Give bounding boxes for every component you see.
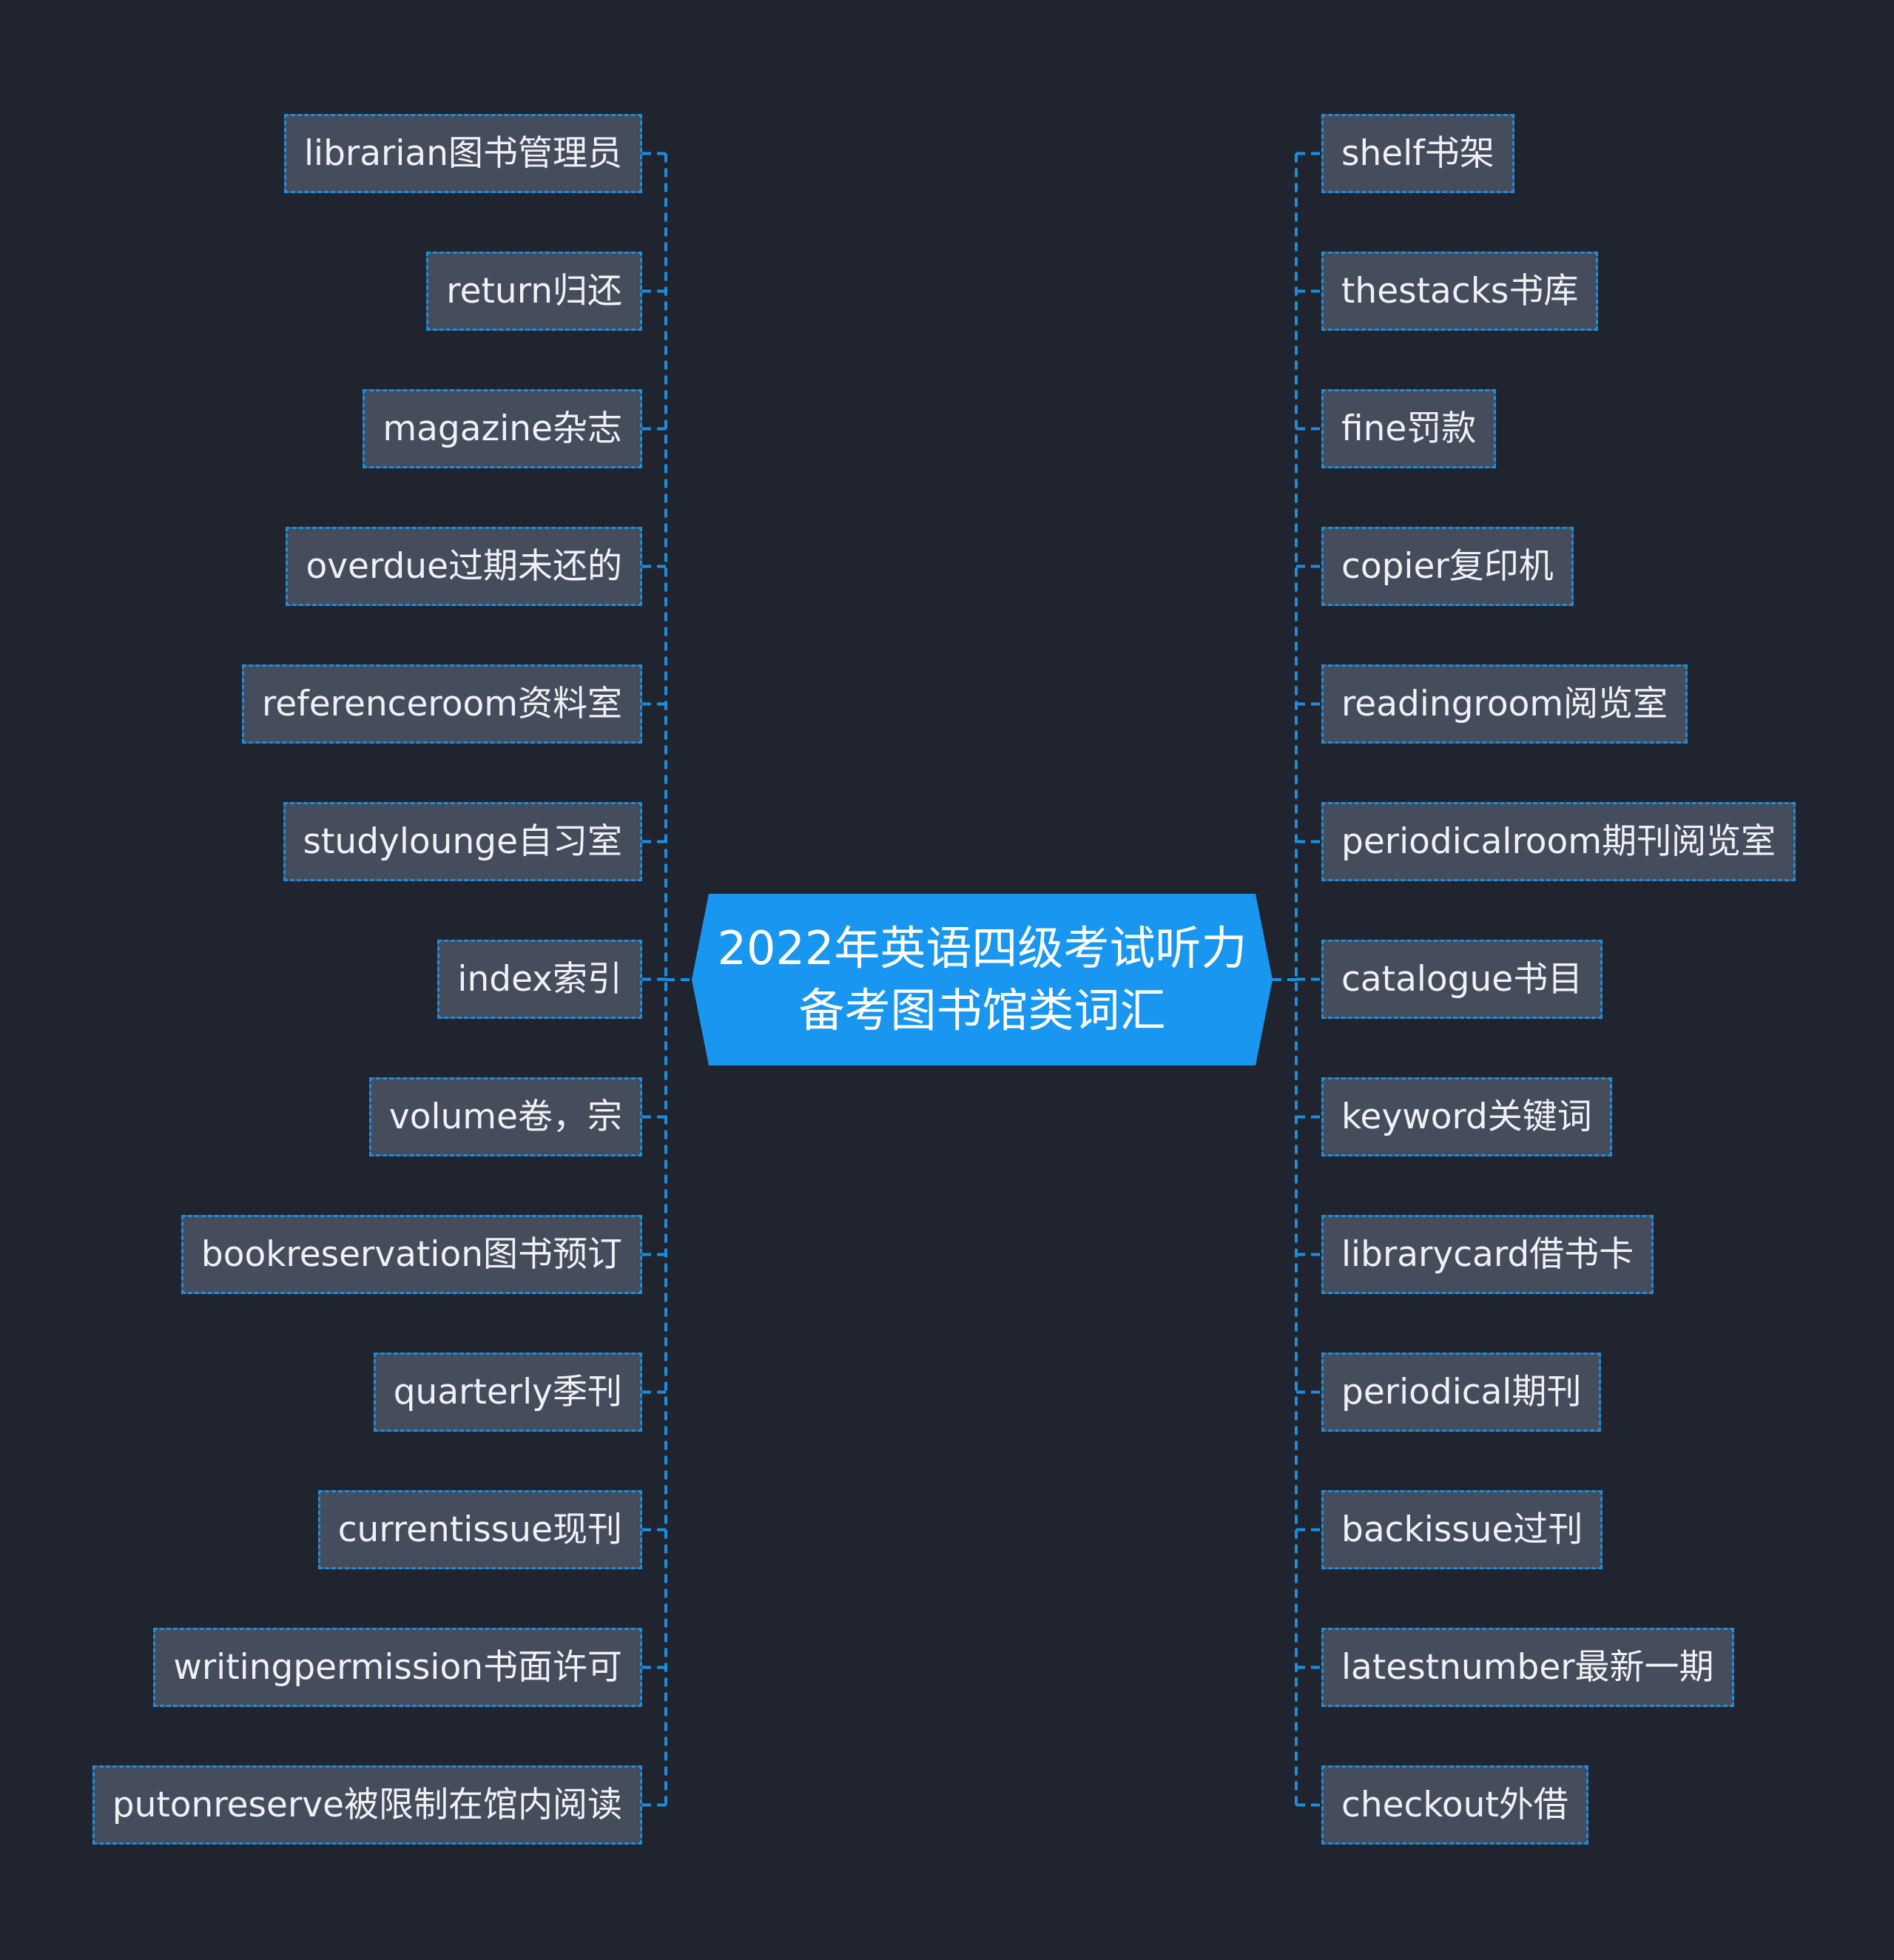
topic-node-latestnumber[interactable]: latestnumber最新一期 bbox=[1321, 1628, 1734, 1707]
topic-node-currentissue[interactable]: currentissue现刊 bbox=[317, 1490, 642, 1569]
topic-node-backissue[interactable]: backissue过刊 bbox=[1321, 1490, 1603, 1569]
topic-node-writingpermission[interactable]: writingpermission书面许可 bbox=[153, 1628, 642, 1707]
topic-node-putonreserve[interactable]: putonreserve被限制在馆内阅读 bbox=[92, 1765, 642, 1845]
central-topic-shape bbox=[692, 894, 1273, 1065]
central-title-line-2: 备考图书馆类词汇 bbox=[798, 983, 1166, 1037]
topic-node-checkout[interactable]: checkout外借 bbox=[1321, 1765, 1588, 1845]
topic-node-quarterly[interactable]: quarterly季刊 bbox=[373, 1353, 642, 1432]
central-topic[interactable]: 2022年英语四级考试听力 备考图书馆类词汇 bbox=[692, 894, 1273, 1065]
topic-node-overdue[interactable]: overdue过期未还的 bbox=[286, 527, 642, 606]
topic-node-return[interactable]: return归还 bbox=[426, 252, 642, 331]
topic-node-periodical[interactable]: periodical期刊 bbox=[1321, 1353, 1602, 1432]
topic-node-referenceroom[interactable]: referenceroom资料室 bbox=[241, 664, 642, 744]
topic-node-keyword[interactable]: keyword关键词 bbox=[1321, 1077, 1612, 1156]
topic-node-studylounge[interactable]: studylounge自习室 bbox=[283, 802, 642, 881]
topic-node-librarycard[interactable]: librarycard借书卡 bbox=[1321, 1215, 1654, 1294]
topic-node-fine[interactable]: fine罚款 bbox=[1321, 389, 1497, 468]
topic-node-catalogue[interactable]: catalogue书目 bbox=[1321, 940, 1603, 1019]
topic-node-shelf[interactable]: shelf书架 bbox=[1321, 114, 1514, 193]
topic-node-librarian[interactable]: librarian图书管理员 bbox=[283, 114, 642, 193]
topic-node-bookreservation[interactable]: bookreservation图书预订 bbox=[181, 1215, 642, 1294]
topic-node-magazine[interactable]: magazine杂志 bbox=[363, 389, 642, 468]
central-title-line-1: 2022年英语四级考试听力 bbox=[717, 921, 1247, 975]
topic-node-readingroom[interactable]: readingroom阅览室 bbox=[1321, 664, 1688, 744]
topic-node-index[interactable]: index索引 bbox=[437, 940, 642, 1019]
central-topic-text: 2022年英语四级考试听力 备考图书馆类词汇 bbox=[692, 894, 1273, 1065]
topic-node-copier[interactable]: copier复印机 bbox=[1321, 527, 1574, 606]
topic-node-thestacks[interactable]: thestacks书库 bbox=[1321, 252, 1599, 331]
topic-node-volume[interactable]: volume卷，宗 bbox=[368, 1077, 642, 1156]
topic-node-periodicalroom[interactable]: periodicalroom期刊阅览室 bbox=[1321, 802, 1796, 881]
